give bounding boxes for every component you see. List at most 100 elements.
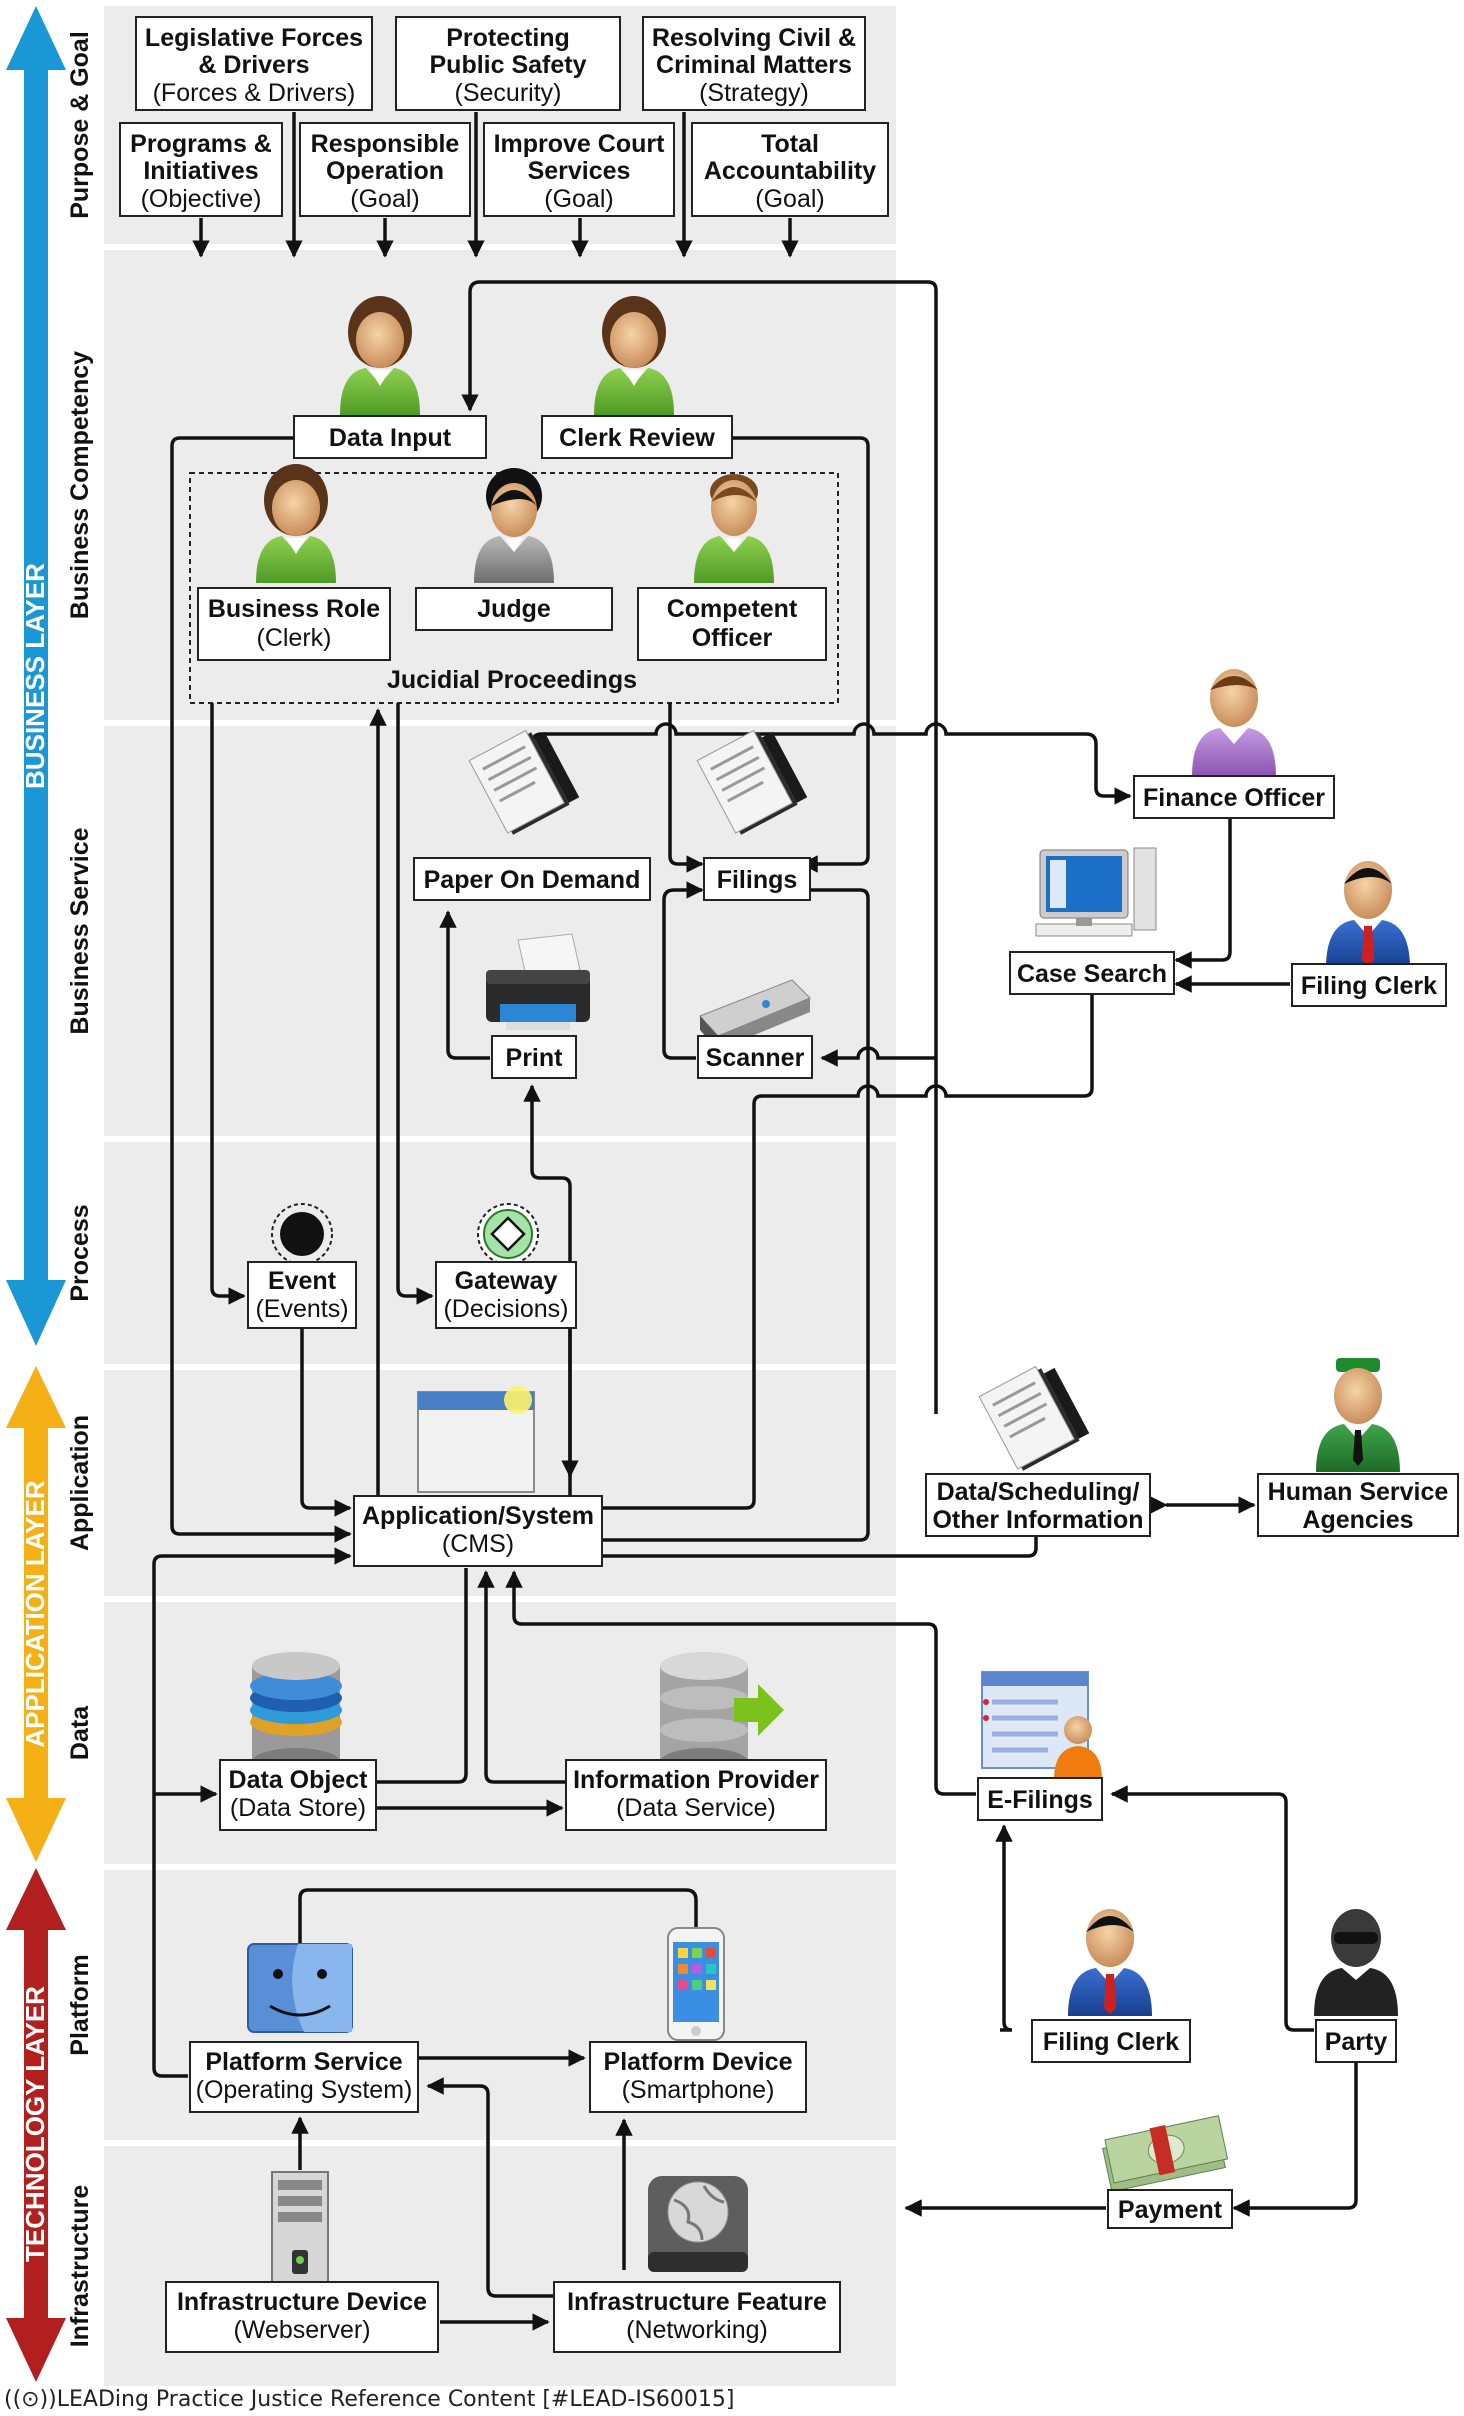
gateway-box: Gateway (Decisions) (435, 1261, 577, 1329)
svg-text:Services: Services (528, 157, 631, 185)
technology-layer-arrow: TECHNOLOGY LAYER (6, 1868, 66, 2382)
document-stack-icon (696, 729, 808, 835)
svg-text:Infrastructure Feature: Infrastructure Feature (567, 2288, 827, 2316)
svg-text:Human Service: Human Service (1268, 1478, 1449, 1506)
svg-text:(Goal): (Goal) (350, 185, 419, 213)
svg-text:(CMS): (CMS) (442, 1530, 514, 1558)
total-accountability-box: Total Accountability (Goal) (691, 122, 889, 217)
document-stack-icon (978, 1365, 1090, 1471)
svg-text:Legislative Forces: Legislative Forces (145, 24, 363, 52)
svg-text:Case Search: Case Search (1017, 960, 1167, 988)
application-layer-arrow: APPLICATION LAYER (6, 1366, 66, 1862)
svg-text:(Security): (Security) (455, 79, 562, 107)
svg-text:Data/Scheduling/: Data/Scheduling/ (937, 1478, 1140, 1506)
e-filings-box: E-Filings (977, 1777, 1103, 1821)
lane-label-purpose: Purpose & Goal (66, 31, 94, 219)
svg-text:(Events): (Events) (255, 1295, 348, 1323)
svg-text:(Goal): (Goal) (544, 185, 613, 213)
human-service-agencies-box: Human Service Agencies (1257, 1473, 1459, 1537)
svg-text:Other Information: Other Information (932, 1506, 1143, 1534)
svg-text:(Webserver): (Webserver) (233, 2316, 370, 2344)
data-input-box: Data Input (293, 415, 487, 459)
svg-text:Filings: Filings (717, 866, 798, 894)
svg-text:(Goal): (Goal) (755, 185, 824, 213)
lane-label-competency: Business Competency (66, 351, 94, 619)
business-layer-arrow: BUSINESS LAYER (6, 6, 66, 1346)
svg-text:Print: Print (506, 1044, 564, 1072)
svg-text:Programs &: Programs & (130, 130, 272, 158)
lane-label-platform: Platform (66, 1954, 94, 2055)
svg-text:Protecting: Protecting (446, 24, 570, 52)
lane-label-application: Application (66, 1415, 94, 1551)
smartphone-icon (667, 1927, 725, 2041)
event-box: Event (Events) (247, 1261, 357, 1329)
svg-text:(Forces & Drivers): (Forces & Drivers) (153, 79, 356, 107)
filings-box: Filings (703, 857, 811, 901)
business-layer-label: BUSINESS LAYER (20, 563, 50, 789)
platform-service-box: Platform Service (Operating System) (189, 2041, 419, 2113)
svg-text:Gateway: Gateway (455, 1267, 558, 1295)
data-object-box: Data Object (Data Store) (219, 1759, 377, 1831)
technology-layer-label: TECHNOLOGY LAYER (20, 1986, 50, 2262)
svg-text:Information Provider: Information Provider (573, 1766, 819, 1794)
judge-person-icon (474, 468, 554, 583)
business-person-icon (340, 296, 420, 415)
print-box: Print (491, 1035, 577, 1079)
document-stack-icon (468, 729, 580, 835)
svg-text:(Smartphone): (Smartphone) (622, 2076, 775, 2104)
infrastructure-feature-box: Infrastructure Feature (Networking) (553, 2281, 841, 2353)
svg-text:Clerk Review: Clerk Review (559, 424, 715, 452)
infrastructure-device-box: Infrastructure Device (Webserver) (165, 2281, 439, 2353)
form-user-icon (981, 1671, 1102, 1780)
svg-text:(Data Service): (Data Service) (616, 1794, 776, 1822)
network-globe-icon (648, 2176, 748, 2272)
agency-person-icon (1316, 1358, 1400, 1472)
finance-officer-box: Finance Officer (1133, 775, 1335, 819)
svg-text:Initiatives: Initiatives (143, 157, 258, 185)
svg-text:Resolving Civil &: Resolving Civil & (652, 24, 856, 52)
legislative-forces-box: Legislative Forces & Drivers (Forces & D… (135, 16, 373, 111)
lane-backgrounds (104, 6, 896, 2386)
svg-text:Business Role: Business Role (208, 595, 380, 623)
svg-text:Filing Clerk: Filing Clerk (1301, 972, 1437, 1000)
clerk-review-box: Clerk Review (541, 415, 733, 459)
scanner-box: Scanner (697, 1035, 813, 1079)
svg-text:Data Input: Data Input (329, 424, 452, 452)
application-system-box: Application/System (CMS) (353, 1495, 603, 1567)
computer-icon (1035, 847, 1157, 937)
finance-officer-person-icon (1192, 669, 1276, 776)
event-icon (271, 1203, 333, 1265)
information-provider-box: Information Provider (Data Service) (565, 1759, 827, 1831)
lane-label-process: Process (66, 1204, 94, 1301)
business-person-icon (594, 296, 674, 415)
svg-text:Platform Device: Platform Device (604, 2048, 793, 2076)
svg-text:Data Object: Data Object (229, 1766, 369, 1794)
business-role-box: Business Role (Clerk) (197, 587, 391, 661)
payment-box: Payment (1107, 2189, 1233, 2229)
svg-text:Public Safety: Public Safety (430, 51, 587, 79)
responsible-operation-box: Responsible Operation (Goal) (299, 122, 471, 217)
svg-text:Improve Court: Improve Court (494, 130, 666, 158)
svg-text:Operation: Operation (326, 157, 444, 185)
filing-clerk-box: Filing Clerk (1031, 2019, 1191, 2063)
judge-box: Judge (415, 587, 613, 631)
paper-on-demand-box: Paper On Demand (413, 857, 651, 901)
svg-text:(Objective): (Objective) (141, 185, 262, 213)
server-icon (271, 2171, 329, 2289)
officer-person-icon (694, 474, 774, 583)
lane-label-infrastructure: Infrastructure (66, 2185, 94, 2348)
judicial-proceedings-label: Jucidial Proceedings (387, 666, 637, 694)
svg-text:(Operating System): (Operating System) (196, 2076, 413, 2104)
svg-text:(Decisions): (Decisions) (443, 1295, 568, 1323)
money-stack-icon (1102, 2115, 1229, 2193)
svg-text:Party: Party (1325, 2028, 1388, 2056)
application-layer-label: APPLICATION LAYER (20, 1480, 50, 1747)
application-window-icon (417, 1386, 535, 1493)
operating-system-icon (247, 1943, 353, 2033)
svg-text:Scanner: Scanner (706, 1044, 805, 1072)
svg-text:(Networking): (Networking) (626, 2316, 768, 2344)
case-search-box: Case Search (1009, 951, 1175, 995)
programs-initiatives-box: Programs & Initiatives (Objective) (119, 122, 283, 217)
svg-text:Responsible: Responsible (311, 130, 460, 158)
